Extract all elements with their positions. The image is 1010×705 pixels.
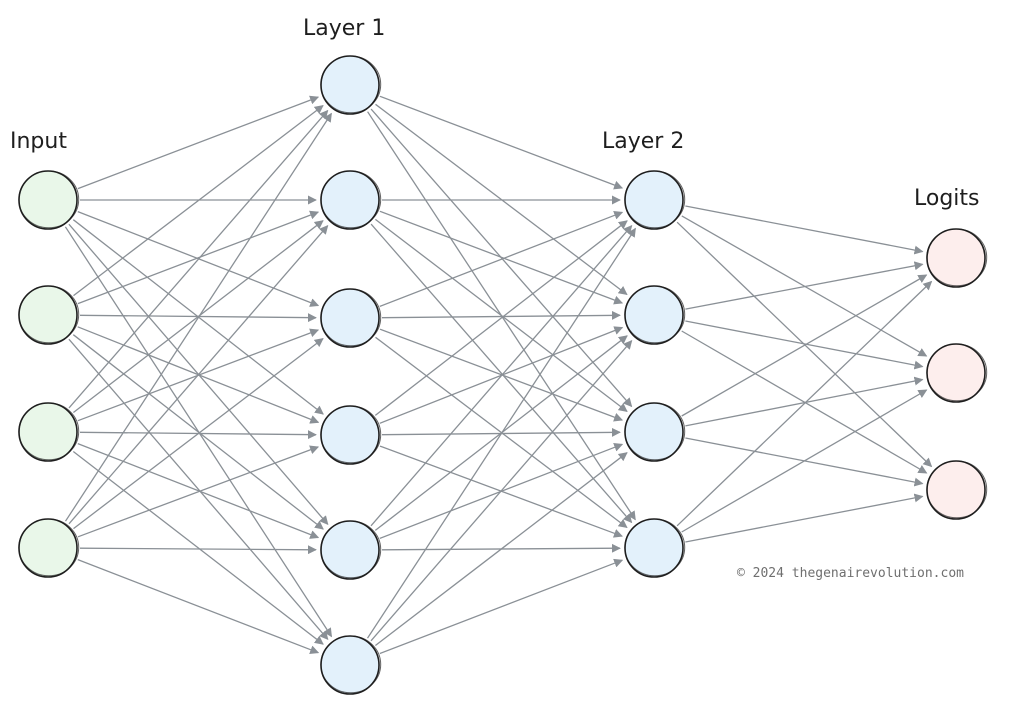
- connection-input-2-to-layer-1-6: [68, 338, 329, 640]
- layer-2-label: Layer 2: [602, 129, 684, 154]
- layer-1-neuron-2: [320, 170, 382, 230]
- connection-input-4-to-layer-1-2: [68, 225, 329, 525]
- connection-layer-1-3-to-layer-2-1: [379, 211, 624, 308]
- connection-input-2-to-layer-1-2: [77, 210, 320, 305]
- connection-layer-1-6-to-layer-2-2: [370, 340, 633, 642]
- connection-layer-2-2-to-logits-1: [685, 261, 924, 310]
- layer-1-neuron-4: [320, 405, 382, 465]
- connection-input-4-to-layer-1-3: [73, 338, 324, 530]
- connection-layer-1-2-to-layer-2-2: [379, 210, 624, 305]
- layer-2-neuron-3: [624, 402, 686, 462]
- connection-input-3-to-layer-1-6: [72, 450, 324, 645]
- layer-2-neuron-4: [624, 518, 686, 578]
- connection-input-2-to-layer-1-1: [73, 105, 324, 297]
- connection-layer-1-6-to-layer-2-1: [366, 227, 636, 639]
- layer-2-neuron-2: [624, 285, 686, 345]
- connections: [64, 95, 933, 655]
- connection-input-3-to-layer-1-5: [77, 442, 320, 539]
- connection-layer-1-6-to-layer-2-4: [379, 558, 624, 655]
- connection-layer-1-3-to-layer-2-2: [381, 310, 621, 320]
- connection-input-1-to-layer-1-3: [77, 210, 320, 307]
- connection-layer-2-4-to-logits-1: [676, 280, 933, 527]
- logits-neuron-2: [926, 343, 988, 403]
- input-neuron-2: [18, 285, 80, 345]
- connection-layer-1-2-to-layer-2-4: [370, 223, 633, 524]
- connection-layer-1-4-to-layer-2-1: [374, 220, 628, 416]
- logits-neuron-3: [926, 460, 988, 520]
- neurons: [18, 55, 988, 695]
- connection-layer-1-3-to-layer-2-3: [379, 328, 624, 422]
- connection-input-2-to-layer-1-5: [72, 334, 324, 530]
- connection-input-4-to-layer-1-1: [64, 112, 332, 522]
- layer-1-label: Layer 1: [303, 16, 385, 41]
- connection-input-1-to-layer-1-1: [77, 95, 320, 190]
- connection-layer-2-3-to-logits-2: [685, 376, 924, 427]
- connection-layer-1-1-to-layer-2-1: [379, 95, 624, 190]
- connection-layer-1-2-to-layer-2-3: [375, 218, 628, 412]
- connection-input-3-to-layer-1-1: [68, 109, 329, 409]
- connection-layer-2-1-to-logits-1: [685, 205, 924, 255]
- connection-layer-2-3-to-logits-1: [681, 274, 928, 417]
- layer-1-neuron-3: [320, 288, 382, 348]
- connection-input-4-to-layer-1-4: [77, 445, 320, 538]
- input-neuron-1: [18, 170, 80, 230]
- connection-layer-1-5-to-layer-2-1: [370, 225, 633, 527]
- logits-neuron-1: [926, 228, 988, 288]
- connection-input-4-to-layer-1-5: [79, 545, 317, 555]
- layer-1-neuron-5: [320, 520, 382, 580]
- connection-layer-2-4-to-logits-2: [681, 389, 928, 533]
- connection-layer-2-1-to-logits-2: [681, 215, 928, 357]
- copyright-notice: © 2024 thegenairevolution.com: [737, 566, 964, 581]
- connection-layer-2-2-to-logits-2: [685, 320, 924, 370]
- connection-input-4-to-layer-1-6: [77, 558, 320, 654]
- connection-layer-2-2-to-logits-3: [681, 330, 928, 474]
- layer-1-neuron-1: [320, 55, 382, 115]
- layer-2-neuron-1: [624, 170, 686, 230]
- layer-1-neuron-6: [320, 635, 382, 695]
- connection-layer-1-6-to-layer-2-3: [375, 452, 628, 647]
- input-layer-label: Input: [10, 129, 67, 154]
- connection-layer-2-4-to-logits-3: [685, 493, 924, 543]
- input-neuron-4: [18, 518, 80, 578]
- logits-layer-label: Logits: [914, 186, 980, 211]
- input-neuron-3: [18, 402, 80, 462]
